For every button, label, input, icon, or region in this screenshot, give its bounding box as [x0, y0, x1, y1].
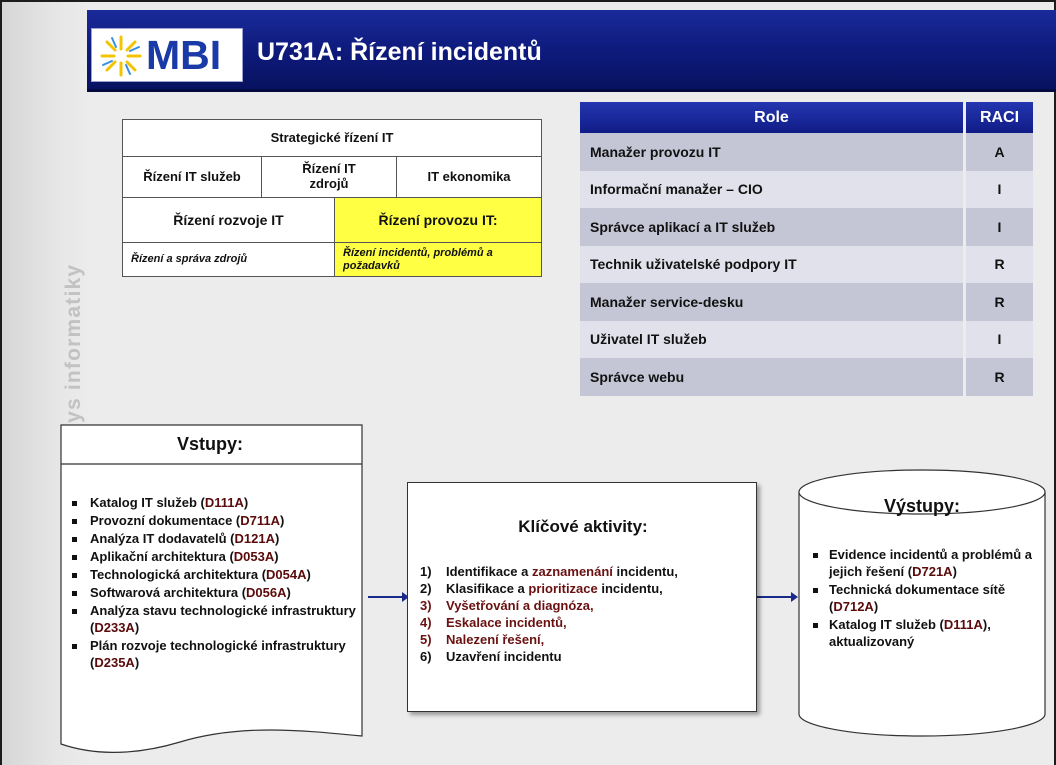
list-item: 5)Nalezení řešení, [420, 632, 545, 647]
table-row: Manažer service-desku R [580, 283, 1033, 321]
activities-title: Klíčové aktivity: [518, 517, 648, 536]
table-row: Informační manažer – CIO I [580, 170, 1033, 208]
raci-value: R [966, 245, 1033, 283]
raci-role: Manažer service-desku [580, 283, 963, 321]
list-item: Technologická architektura (D054A) [72, 566, 362, 583]
raci-value: I [966, 320, 1033, 358]
raci-value: A [966, 133, 1033, 171]
inputs-document: Vstupy: Katalog IT služeb (D111A) Provoz… [60, 424, 368, 760]
table-row: Uživatel IT služeb I [580, 320, 1033, 358]
org-cell-economics: IT ekonomika [396, 156, 542, 198]
org-cell-resource-mgmt: Řízení a správa zdrojů [122, 242, 335, 277]
raci-value: I [966, 170, 1033, 208]
star-icon [100, 35, 142, 77]
raci-role: Informační manažer – CIO [580, 170, 963, 208]
mbi-logo: MBI [91, 28, 243, 82]
document-shape [60, 424, 363, 753]
list-item: 3)Vyšetřování a diagnóza, [420, 598, 594, 613]
list-item: Analýza stavu technologické infrastruktu… [72, 602, 362, 636]
table-row: Správce aplikací a IT služeb I [580, 208, 1033, 246]
org-cell-services: Řízení IT služeb [122, 156, 262, 198]
activities-list: 1)Identifikace a zaznamenání incidentu, … [420, 563, 678, 665]
list-item: 6)Uzavření incidentu [420, 649, 562, 664]
arrow-icon [757, 592, 798, 602]
raci-header-row: Role RACI [580, 102, 1033, 133]
list-item: Katalog IT služeb (D111A) [72, 494, 362, 511]
list-item: 4)Eskalace incidentů, [420, 615, 567, 630]
arrow-icon [368, 592, 409, 602]
list-item: Softwarová architektura (D056A) [72, 584, 362, 601]
list-item: Katalog IT služeb (D111A), aktualizovaný [811, 616, 1041, 650]
raci-header-role: Role [580, 102, 963, 133]
list-item: Aplikační architektura (D053A) [72, 548, 362, 565]
list-item: 1)Identifikace a zaznamenání incidentu, [420, 564, 678, 579]
raci-value: R [966, 283, 1033, 321]
table-row: Technik uživatelské podpory IT R [580, 245, 1033, 283]
page-title: U731A: Řízení incidentů [257, 38, 542, 66]
table-row: Správce webu R [580, 358, 1033, 396]
raci-role: Správce aplikací a IT služeb [580, 208, 963, 246]
raci-role: Správce webu [580, 358, 963, 396]
header-bar: MBI U731A: Řízení incidentů [87, 10, 1056, 92]
list-item: Technická dokumentace sítě (D712A) [811, 581, 1041, 615]
org-cell-strategic: Strategické řízení IT [122, 119, 542, 157]
raci-value: I [966, 208, 1033, 246]
raci-role: Manažer provozu IT [580, 133, 963, 171]
raci-header-raci: RACI [966, 102, 1033, 133]
org-cell-resources: Řízení IT zdrojů [261, 156, 397, 198]
table-row: Manažer provozu IT A [580, 133, 1033, 171]
raci-table: Role RACI Manažer provozu IT A Informačn… [580, 102, 1033, 396]
key-activities-box: Klíčové aktivity: 1)Identifikace a zazna… [407, 482, 757, 712]
inputs-title: Vstupy: [176, 434, 243, 454]
list-item: Evidence incidentů a problémů a jejich ř… [811, 546, 1041, 580]
org-structure-table: Strategické řízení IT Řízení IT služeb Ř… [122, 119, 542, 277]
raci-role: Technik uživatelské podpory IT [580, 245, 963, 283]
inputs-list: Katalog IT služeb (D111A) Provozní dokum… [72, 494, 362, 672]
cylinder-shape [798, 469, 1046, 737]
outputs-cylinder: Výstupy: Evidence incidentů a problémů a… [797, 468, 1047, 738]
logo-text: MBI [146, 32, 222, 78]
org-cell-operations: Řízení provozu IT: [334, 197, 542, 243]
org-cell-development: Řízení rozvoje IT [122, 197, 335, 243]
list-item: Analýza IT dodavatelů (D121A) [72, 530, 362, 547]
outputs-list: Evidence incidentů a problémů a jejich ř… [811, 546, 1041, 651]
raci-value: R [966, 358, 1033, 396]
raci-role: Uživatel IT služeb [580, 320, 963, 358]
list-item: Provozní dokumentace (D711A) [72, 512, 362, 529]
list-item: 2)Klasifikace a prioritizace incidentu, [420, 581, 663, 596]
list-item: Plán rozvoje technologické infrastruktur… [72, 637, 362, 671]
org-cell-incidents: Řízení incidentů, problémů a požadavků [334, 242, 542, 277]
outputs-title: Výstupy: [883, 496, 961, 516]
